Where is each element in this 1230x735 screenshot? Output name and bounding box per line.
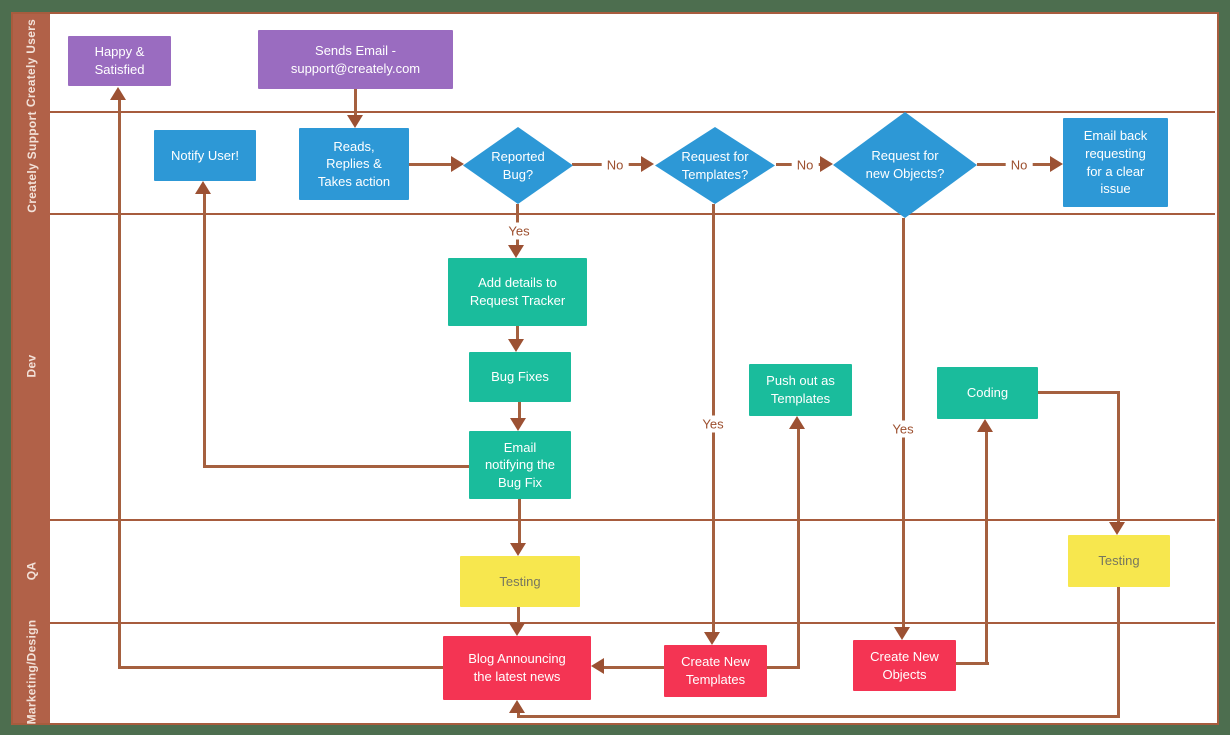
edge-label-yes: Yes (887, 420, 919, 438)
arrowhead (195, 181, 211, 194)
edge-label-no: No (1005, 156, 1033, 174)
node-coding[interactable]: Coding (937, 367, 1038, 419)
edge-line (604, 666, 664, 669)
arrowhead (508, 245, 524, 258)
node-push-templates[interactable]: Push out as Templates (749, 364, 852, 416)
node-testing-bugfix[interactable]: Testing (460, 556, 580, 607)
node-add-details[interactable]: Add details to Request Tracker (448, 258, 587, 326)
node-sends-email[interactable]: Sends Email - support@creately.com (258, 30, 453, 89)
arrowhead (789, 416, 805, 429)
node-label: Reads, Replies & Takes action (317, 138, 391, 189)
node-label: Notify User! (171, 147, 239, 163)
node-reads-replies[interactable]: Reads, Replies & Takes action (299, 128, 409, 200)
lane-divider (50, 111, 1215, 113)
edge-line (1117, 391, 1120, 522)
edge-line (203, 465, 469, 468)
edge-line (354, 89, 357, 116)
arrowhead (1050, 156, 1063, 172)
arrowhead (894, 627, 910, 640)
node-label: Coding (966, 385, 1009, 401)
node-label: Create New Objects (870, 648, 939, 682)
arrowhead (641, 156, 654, 172)
node-happy-satisfied[interactable]: Happy & Satisfied (68, 36, 171, 86)
arrowhead (508, 339, 524, 352)
node-label: Request for new Objects? (865, 148, 945, 181)
node-label: Push out as Templates (766, 373, 835, 406)
arrowhead (1109, 522, 1125, 535)
arrowhead (509, 700, 525, 713)
edge-line (203, 194, 206, 468)
lane-qa: QA (13, 519, 50, 622)
lane-label: Creately Support (24, 111, 39, 213)
arrowhead (510, 543, 526, 556)
edge-line (517, 711, 520, 718)
node-label: Sends Email - support@creately.com (290, 42, 421, 76)
lane-label: QA (24, 561, 39, 580)
edge-line (409, 163, 451, 166)
edge-line (1117, 587, 1120, 718)
node-email-notifying[interactable]: Email notifying the Bug Fix (469, 431, 571, 499)
lane-creately-support: Creately Support (13, 111, 50, 213)
arrowhead (451, 156, 464, 172)
lane-dev: Dev (13, 213, 50, 519)
node-label: Bug Fixes (491, 369, 549, 385)
lane-label: Creately Users (24, 18, 39, 107)
edge-line (120, 666, 443, 669)
node-label: Create New Templates (681, 654, 750, 687)
lane-divider (50, 622, 1215, 624)
lane-marketing-design: Marketing/Design (13, 619, 50, 724)
edge-line (518, 499, 521, 544)
node-label: Blog Announcing the latest news (468, 651, 566, 684)
edge-line (1038, 391, 1120, 394)
node-label: Testing (499, 573, 541, 589)
edge-line (797, 429, 800, 669)
edge-label-yes: Yes (697, 415, 729, 433)
node-label: Happy & Satisfied (94, 44, 145, 77)
node-bug-fixes[interactable]: Bug Fixes (469, 352, 571, 402)
arrowhead (110, 87, 126, 100)
node-blog-announcing[interactable]: Blog Announcing the latest news (443, 636, 591, 700)
edge-line (767, 666, 800, 669)
edge-line (118, 100, 121, 669)
node-label: Reported Bug? (491, 148, 545, 182)
lane-label: Marketing/Design (24, 619, 39, 724)
edge-line (517, 715, 1120, 718)
node-create-objects[interactable]: Create New Objects (853, 640, 956, 691)
node-email-back[interactable]: Email back requesting for a clear issue (1063, 118, 1168, 207)
lane-divider (50, 519, 1215, 521)
node-label: Add details to Request Tracker (469, 275, 566, 308)
arrowhead (510, 418, 526, 431)
arrowhead (509, 623, 525, 636)
arrowhead (977, 419, 993, 432)
edge-line (956, 662, 989, 665)
arrowhead (591, 658, 604, 674)
arrowhead (704, 632, 720, 645)
edge-line (516, 326, 519, 340)
lane-label: Dev (24, 354, 39, 378)
arrowhead (347, 115, 363, 128)
arrowhead (820, 156, 833, 172)
edge-line (985, 432, 988, 665)
node-label: Request for Templates? (681, 148, 749, 182)
node-label: Email back requesting for a clear issue (1083, 128, 1148, 197)
node-notify-user[interactable]: Notify User! (154, 130, 256, 181)
node-label: Email notifying the Bug Fix (484, 439, 556, 490)
lane-divider (50, 213, 1215, 215)
lane-label-column (13, 14, 50, 723)
edge-label-no: No (791, 156, 819, 174)
edge-line (518, 402, 521, 419)
node-testing-objects[interactable]: Testing (1068, 535, 1170, 587)
edge-line (517, 607, 520, 624)
edge-label-yes: Yes (503, 222, 535, 240)
node-create-templates[interactable]: Create New Templates (664, 645, 767, 697)
node-label: Testing (1098, 553, 1140, 569)
edge-label-no: No (601, 156, 629, 174)
lane-creately-users: Creately Users (13, 14, 50, 111)
